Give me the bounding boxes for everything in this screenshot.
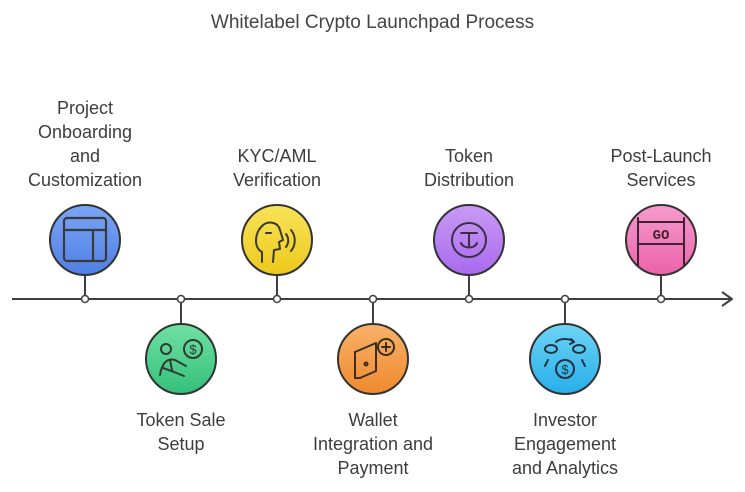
- step-7: GO: [625, 204, 697, 304]
- go-sign-icon: GO: [637, 217, 685, 266]
- step-6: $: [529, 294, 601, 395]
- step-5: [433, 204, 505, 304]
- face-voice-icon: [255, 221, 296, 263]
- step-6-node: [560, 294, 570, 304]
- layout-window-icon: [62, 216, 108, 263]
- go-sign-text: GO: [653, 228, 670, 244]
- token-coin-icon: [451, 222, 487, 258]
- step-5-node: [464, 294, 474, 304]
- wallet-plus-icon: [354, 338, 395, 379]
- svg-text:$: $: [189, 342, 197, 357]
- svg-text:$: $: [561, 362, 569, 377]
- step-7-node: [656, 294, 666, 304]
- person-coin-icon: $: [159, 339, 203, 377]
- step-1: [49, 204, 121, 304]
- step-2: $: [145, 294, 217, 395]
- coins-cycle-icon: $: [544, 338, 586, 379]
- step-1-node: [80, 294, 90, 304]
- timeline-arrowhead: [721, 291, 733, 307]
- step-3: [241, 204, 313, 304]
- step-2-node: [176, 294, 186, 304]
- step-4: [337, 294, 409, 395]
- step-3-node: [272, 294, 282, 304]
- step-4-node: [368, 294, 378, 304]
- diagram-title: Whitelabel Crypto Launchpad Process: [210, 12, 535, 33]
